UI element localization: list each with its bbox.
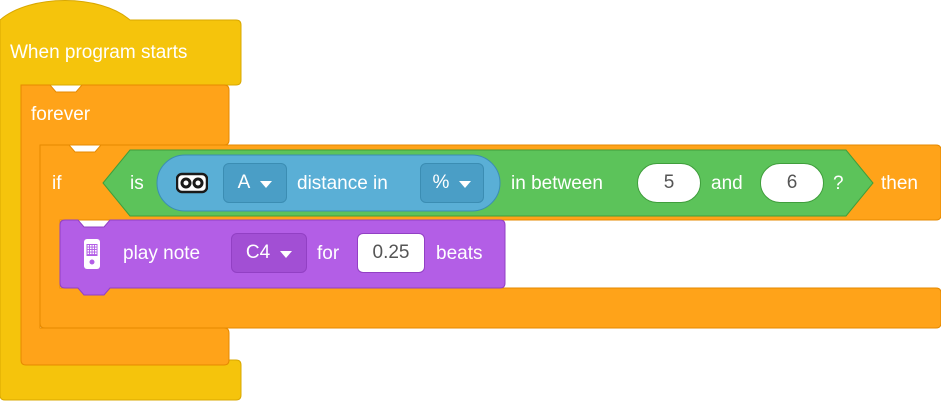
low-value-input[interactable]: 5 [637,163,701,203]
port-dropdown[interactable]: A [223,163,287,203]
distance-sensor-icon [175,170,209,196]
question-label: ? [833,173,844,194]
then-label: then [881,173,918,194]
for-label: for [317,243,340,264]
chevron-down-icon [280,250,293,258]
unit-value: % [432,172,450,193]
port-value: A [237,172,251,193]
beats-input[interactable]: 0.25 [357,233,425,273]
beats-value: 0.25 [372,242,410,263]
note-dropdown[interactable]: C4 [231,233,307,273]
low-value: 5 [663,172,675,193]
forever-label: forever [31,104,91,125]
high-value: 6 [786,172,798,193]
and-label: and [711,173,743,194]
high-value-input[interactable]: 6 [760,163,824,203]
chevron-down-icon [260,180,273,188]
distance-in-label: distance in [297,173,388,194]
hub-icon [82,238,102,270]
play-note-label: play note [123,243,201,264]
in-between-label: in between [511,173,603,194]
unit-dropdown[interactable]: % [420,163,484,203]
when-program-starts-label: When program starts [10,42,188,63]
note-value: C4 [245,242,271,263]
if-label: if [52,173,62,194]
chevron-down-icon [459,180,472,188]
beats-label: beats [436,243,483,264]
is-label: is [130,173,144,194]
